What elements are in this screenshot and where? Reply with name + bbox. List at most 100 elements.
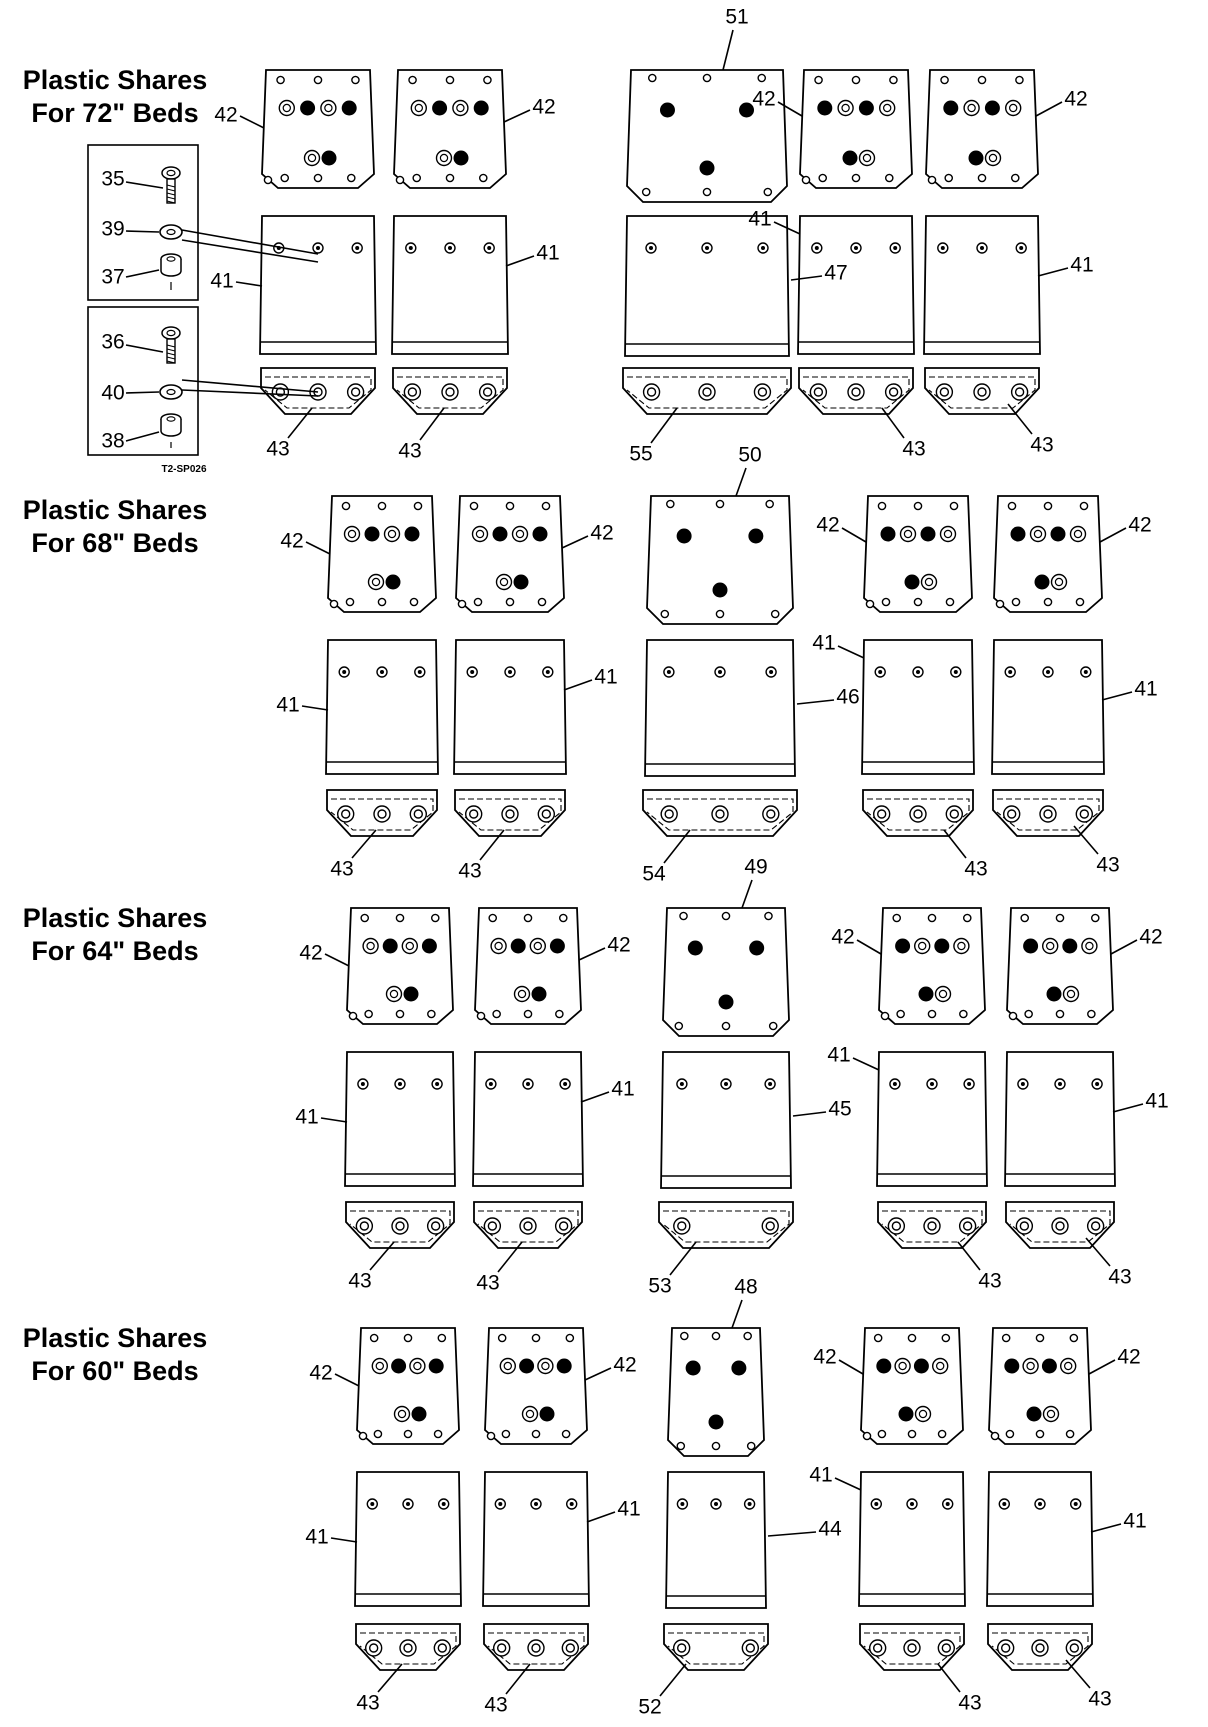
callout-42: 42 <box>532 96 555 119</box>
inset-callout-spacer: 38 <box>101 430 124 453</box>
section-title-68: Plastic Shares For 68" Beds <box>0 494 230 560</box>
spacer-nut-body <box>160 419 182 437</box>
slot-hole-center <box>488 1082 493 1086</box>
center-share-column <box>663 1327 769 1671</box>
countersunk-bolt-inner <box>407 387 418 397</box>
bolt-hole-open-icon <box>953 937 970 955</box>
callout-43: 43 <box>1096 854 1119 877</box>
countersunk-bolt-inner <box>445 387 455 397</box>
mount-hole <box>1090 913 1100 923</box>
bolt-hole-inner <box>375 1361 384 1371</box>
mount-hole <box>373 1429 383 1439</box>
mount-hole <box>862 1431 872 1441</box>
mount-hole <box>1011 597 1021 607</box>
countersunk-bolt-icon <box>660 805 678 823</box>
mount-hole <box>445 173 455 183</box>
slot-hole-center <box>370 1502 375 1506</box>
mount-hole <box>765 499 774 509</box>
mount-hole <box>746 1441 756 1451</box>
leader-line <box>305 541 331 555</box>
slot-hole-center <box>768 1082 773 1086</box>
bolt-hole-open-icon <box>495 573 513 591</box>
leader-line <box>125 391 160 394</box>
bolt-filled-icon <box>984 100 1000 116</box>
callout-42: 42 <box>1117 1346 1140 1369</box>
leader-line <box>735 467 747 497</box>
mount-hole <box>358 1431 368 1441</box>
bolt-filled-icon <box>718 994 734 1010</box>
callout-41: 41 <box>1070 254 1093 277</box>
slot-hole-center <box>892 1082 897 1086</box>
share-top-plate <box>356 1327 460 1445</box>
bolt-filled-icon <box>676 528 692 544</box>
mount-hole <box>959 1009 968 1019</box>
inset-leader <box>181 239 319 263</box>
countersunk-bolt-inner <box>851 387 861 397</box>
leader-line <box>584 1367 612 1381</box>
slot-hole-center <box>508 670 512 674</box>
mount-hole <box>523 1009 533 1019</box>
mount-hole <box>977 75 987 85</box>
mount-hole <box>473 597 483 607</box>
bolt-filled-icon <box>531 986 547 1002</box>
leader-line <box>330 1537 358 1543</box>
mount-hole <box>913 501 923 511</box>
countersunk-bolt-icon <box>554 1217 573 1235</box>
bolt-hole-inner <box>924 577 934 587</box>
countersunk-bolt-inner <box>977 387 987 397</box>
countersunk-bolt-inner <box>565 1643 576 1653</box>
bolt-hole-open-icon <box>899 525 917 543</box>
countersunk-bolt-inner <box>496 1643 507 1653</box>
countersunk-bolt-icon <box>373 805 391 823</box>
center-share-bottom-plate <box>663 1623 769 1671</box>
mount-hole <box>413 501 423 511</box>
bolt-filled-icon <box>880 526 896 542</box>
bolt-thread <box>166 192 176 196</box>
mount-hole <box>395 1009 405 1019</box>
slot-hole-center <box>910 1502 914 1506</box>
leader-line <box>1085 1237 1111 1267</box>
bolt-hole-inner <box>282 103 291 113</box>
slot-hole-center <box>953 670 958 674</box>
callout-center-top: 51 <box>725 6 748 29</box>
bottom-plate-hidden-edge <box>359 1632 457 1665</box>
center-share-column <box>658 907 794 1249</box>
bolt-thread <box>166 348 176 352</box>
leader-line <box>377 1663 403 1693</box>
bolt-filled-icon <box>1010 526 1026 542</box>
bolt-hole-inner <box>918 941 927 951</box>
bolt-filled-icon <box>749 940 765 956</box>
mount-hole <box>1043 501 1053 511</box>
mount-hole <box>721 911 731 921</box>
mount-hole <box>674 1021 684 1031</box>
bolt-thread <box>166 356 176 360</box>
mount-hole <box>427 1009 436 1019</box>
slot-hole-center <box>398 1082 402 1086</box>
callout-41: 41 <box>295 1106 318 1129</box>
share-mid-plate <box>986 1471 1094 1607</box>
mount-hole <box>1035 1333 1045 1343</box>
slot-hole-center <box>666 670 671 674</box>
share-top-plate <box>878 907 986 1025</box>
mount-hole <box>907 1333 917 1343</box>
mount-hole <box>403 1429 413 1439</box>
mount-hole <box>945 597 955 607</box>
slot-hole-center <box>945 1502 950 1506</box>
countersunk-bolt-inner <box>939 387 950 397</box>
bolt-hole-inner <box>1063 1361 1073 1371</box>
countersunk-bolt-icon <box>441 383 459 401</box>
mount-hole <box>1043 597 1053 607</box>
bolt-hole-inner <box>389 989 399 999</box>
bolt-filled-icon <box>382 938 398 954</box>
mount-hole <box>927 913 937 923</box>
bolt-hole-inner <box>1054 577 1064 587</box>
bolt-hole-open-icon <box>471 525 489 543</box>
inset-leader <box>181 229 319 255</box>
countersunk-bolt-icon <box>501 805 519 823</box>
mount-hole <box>881 597 891 607</box>
bolt-thread <box>166 188 176 192</box>
mount-hole <box>702 187 712 197</box>
callout-43: 43 <box>476 1272 499 1295</box>
bolt-filled-icon <box>473 100 489 116</box>
